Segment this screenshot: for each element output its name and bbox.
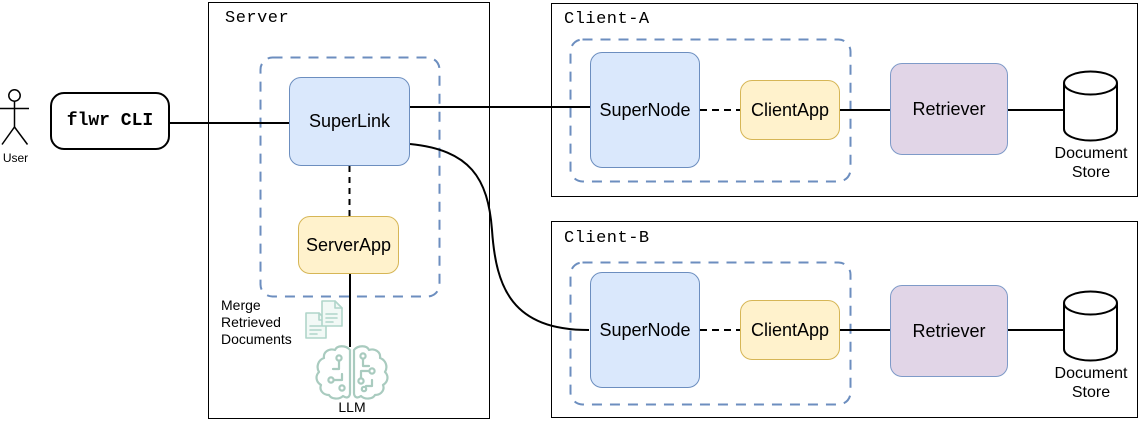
merge-note: Merge Retrieved Documents (221, 297, 292, 348)
database-icon-a (1063, 70, 1118, 142)
supernode-b-node: SuperNode (590, 272, 700, 388)
retriever-a-node: Retriever (890, 63, 1008, 155)
database-icon-b (1063, 290, 1118, 362)
llm-label: LLM (338, 399, 366, 415)
flwr-cli-node: flwr CLI (50, 92, 170, 150)
document-store-b-label: Document Store (1054, 365, 1128, 401)
client-b-cluster-dashed-box (569, 261, 852, 406)
server-group-box (208, 2, 490, 419)
merge-note-line-1: Merge (221, 297, 261, 313)
serverapp-node: ServerApp (298, 216, 399, 274)
merge-note-line-3: Documents (221, 331, 292, 347)
flwr-cli-label: flwr CLI (66, 111, 154, 131)
retriever-b-label: Retriever (912, 320, 986, 341)
user-icon (0, 89, 29, 145)
clientapp-b-label: ClientApp (750, 319, 830, 340)
client-a-group-box (551, 3, 1138, 197)
llm-brain-icon (315, 345, 389, 400)
serverapp-label: ServerApp (305, 234, 392, 255)
user-label: User (2, 151, 29, 165)
clientapp-b-node: ClientApp (740, 300, 840, 360)
merge-documents-icon (305, 300, 343, 339)
clientapp-a-label: ClientApp (750, 99, 830, 120)
server-frame-label: Server (225, 9, 290, 28)
client-b-frame-label: Client-B (564, 229, 650, 248)
server-cluster-dashed-box (259, 56, 441, 298)
superlink-label: SuperLink (308, 111, 391, 131)
supernode-a-label: SuperNode (599, 99, 691, 120)
superlink-supernode-b-connector (409, 143, 590, 331)
client-b-group-box (551, 221, 1138, 418)
merge-note-line-2: Retrieved (221, 314, 281, 330)
clientapp-a-node: ClientApp (740, 80, 840, 140)
superlink-node: SuperLink (289, 77, 410, 166)
retriever-a-label: Retriever (912, 98, 986, 119)
supernode-b-label: SuperNode (599, 319, 691, 340)
supernode-a-node: SuperNode (590, 52, 700, 168)
retriever-b-node: Retriever (890, 285, 1008, 377)
client-a-frame-label: Client-A (564, 10, 650, 29)
document-store-a-label: Document Store (1054, 145, 1128, 181)
